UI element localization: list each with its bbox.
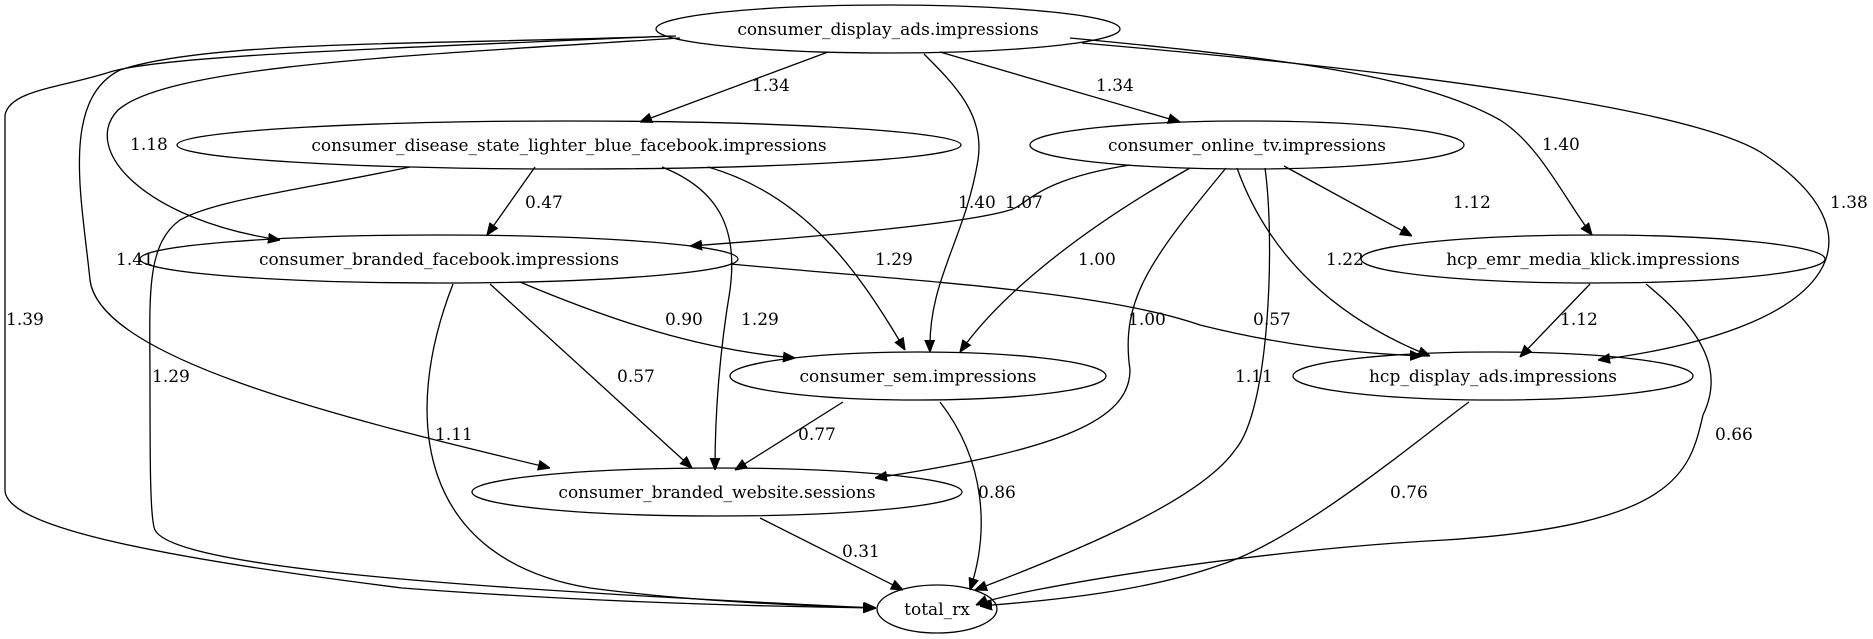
node-consumer-branded-facebook[interactable]: consumer_branded_facebook.impressions bbox=[139, 234, 739, 284]
edge-label-cds-sem: 1.29 bbox=[875, 250, 913, 270]
edge-label-cda-sem: 1.40 bbox=[958, 193, 996, 213]
edge-cot-cbf bbox=[690, 164, 1131, 246]
edge-label-cot-cbf: 1.07 bbox=[1005, 193, 1043, 213]
edge-label-sem-trx: 0.86 bbox=[978, 483, 1016, 503]
edge-labels: 1.34 1.34 1.18 1.40 1.38 1.40 1.41 1.39 … bbox=[6, 76, 1868, 562]
edge-cda-trx bbox=[4, 35, 875, 608]
edge-cot-trx bbox=[975, 167, 1271, 590]
edge-cbf-cbw bbox=[489, 283, 692, 468]
edge-label-sem-cbw: 0.77 bbox=[798, 425, 836, 445]
node-hcp-display-ads[interactable]: hcp_display_ads.impressions bbox=[1292, 351, 1694, 401]
edge-label-hda-trx: 0.76 bbox=[1390, 483, 1428, 503]
edge-label-cda-hem: 1.40 bbox=[1542, 135, 1580, 155]
edge-label-cbf-hda: 0.57 bbox=[1253, 310, 1291, 330]
node-consumer-online-tv[interactable]: consumer_online_tv.impressions bbox=[1029, 120, 1465, 170]
edge-label-cbw-trx: 0.31 bbox=[842, 542, 880, 562]
node-label: consumer_display_ads.impressions bbox=[737, 20, 1038, 40]
edge-label-cbf-cbw: 0.57 bbox=[617, 367, 655, 387]
edge-label-hem-trx: 0.66 bbox=[1715, 425, 1753, 445]
edge-cda-cbw bbox=[78, 35, 677, 468]
edge-label-cda-cds: 1.34 bbox=[752, 76, 790, 96]
edge-cot-hem bbox=[1283, 165, 1412, 236]
node-label: consumer_online_tv.impressions bbox=[1108, 136, 1386, 156]
edge-label-cda-trx: 1.39 bbox=[6, 310, 44, 330]
node-label: total_rx bbox=[904, 600, 970, 620]
node-label: consumer_sem.impressions bbox=[800, 367, 1037, 387]
edge-label-cbf-trx: 1.11 bbox=[435, 425, 473, 445]
edge-cda-cot bbox=[939, 51, 1180, 122]
node-consumer-sem[interactable]: consumer_sem.impressions bbox=[729, 351, 1107, 401]
edge-cda-sem bbox=[923, 53, 980, 352]
edge-cds-trx bbox=[149, 166, 876, 608]
node-consumer-branded-website[interactable]: consumer_branded_website.sessions bbox=[471, 467, 963, 517]
edge-label-cot-sem: 1.00 bbox=[1078, 250, 1116, 270]
edges bbox=[4, 35, 1830, 608]
nodes: consumer_display_ads.impressions consume… bbox=[139, 4, 1826, 634]
edge-cda-hda bbox=[1081, 42, 1830, 360]
edge-label-cds-cbw: 1.29 bbox=[741, 310, 779, 330]
edge-cbf-trx bbox=[426, 283, 876, 608]
edge-hda-trx bbox=[980, 401, 1470, 606]
edge-cda-cbf bbox=[106, 37, 681, 240]
edge-hem-trx bbox=[976, 283, 1712, 605]
edge-cbw-trx bbox=[759, 517, 903, 590]
node-label: consumer_disease_state_lighter_blue_face… bbox=[311, 136, 826, 156]
edge-cda-cds bbox=[640, 51, 829, 122]
edge-label-cds-trx: 1.29 bbox=[152, 367, 190, 387]
edge-cds-cbf bbox=[487, 166, 536, 235]
edge-cot-hda bbox=[1236, 167, 1430, 357]
edge-cbf-sem bbox=[519, 281, 795, 358]
edge-sem-trx bbox=[939, 401, 982, 590]
edge-hem-hda bbox=[1520, 283, 1591, 357]
edge-cds-cbw bbox=[661, 166, 733, 470]
edge-sem-cbw bbox=[735, 401, 844, 470]
node-label: hcp_display_ads.impressions bbox=[1369, 367, 1617, 387]
node-total-rx[interactable]: total_rx bbox=[876, 584, 998, 634]
edge-label-hem-hda: 1.12 bbox=[1560, 310, 1598, 330]
edge-label-cda-cot: 1.34 bbox=[1096, 76, 1134, 96]
node-label: consumer_branded_website.sessions bbox=[558, 483, 875, 503]
edge-label-cda-cbf: 1.18 bbox=[130, 135, 168, 155]
edge-label-cot-hem: 1.12 bbox=[1453, 193, 1491, 213]
edge-cda-hem bbox=[1069, 37, 1592, 235]
edge-label-cot-trx: 1.11 bbox=[1235, 367, 1273, 387]
node-hcp-emr-media-klick[interactable]: hcp_emr_media_klick.impressions bbox=[1360, 234, 1826, 284]
node-label: consumer_branded_facebook.impressions bbox=[259, 250, 619, 270]
node-label: hcp_emr_media_klick.impressions bbox=[1446, 250, 1740, 270]
edge-cds-sem bbox=[707, 166, 905, 350]
edge-cbf-hda bbox=[729, 263, 1422, 356]
edge-label-cbf-sem: 0.90 bbox=[665, 310, 703, 330]
edge-cot-cbw bbox=[875, 167, 1227, 478]
node-consumer-display-ads[interactable]: consumer_display_ads.impressions bbox=[655, 4, 1121, 54]
edge-cot-sem bbox=[960, 167, 1191, 352]
edge-label-cds-cbf: 0.47 bbox=[525, 193, 563, 213]
edge-label-cda-hda: 1.38 bbox=[1830, 193, 1868, 213]
edge-label-cot-hda: 1.22 bbox=[1326, 250, 1364, 270]
edge-label-cot-cbw: 1.00 bbox=[1128, 310, 1166, 330]
node-consumer-disease-state-facebook[interactable]: consumer_disease_state_lighter_blue_face… bbox=[176, 120, 962, 170]
